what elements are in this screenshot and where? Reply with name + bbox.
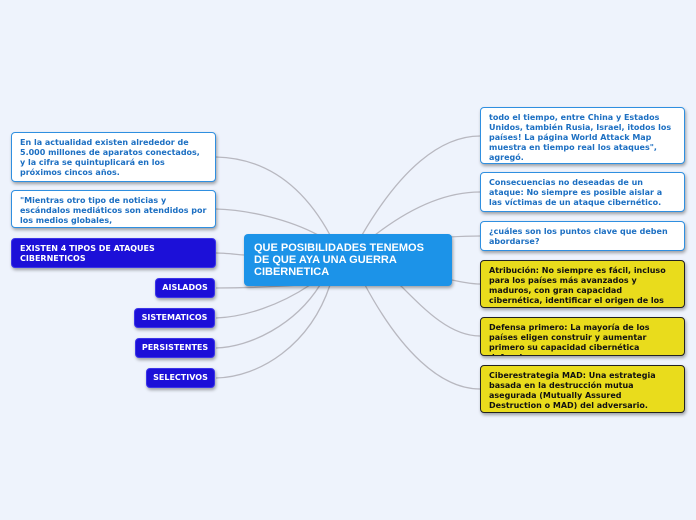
right-node-consequences[interactable]: Consecuencias no deseadas de un ataque: … bbox=[480, 172, 685, 212]
left-node-label: "Mientras otro tipo de noticias y escánd… bbox=[20, 196, 207, 225]
attack-type-selectivos[interactable]: SELECTIVOS bbox=[146, 368, 215, 388]
right-node-attribution[interactable]: Atribución: No siempre es fácil, incluso… bbox=[480, 260, 685, 308]
attack-type-persistentes[interactable]: PERSISTENTES bbox=[135, 338, 215, 358]
right-node-label: ¿cuáles son los puntos clave que deben a… bbox=[489, 227, 668, 246]
right-node-label: Defensa primero: La mayoría de los paíse… bbox=[489, 323, 650, 355]
left-node-attack-types[interactable]: EXISTEN 4 TIPOS DE ATAQUES CIBERNETICOS bbox=[11, 238, 216, 268]
left-node-label: En la actualidad existen alrededor de 5.… bbox=[20, 138, 200, 177]
right-node-defense-first[interactable]: Defensa primero: La mayoría de los paíse… bbox=[480, 317, 685, 356]
attack-type-aislados[interactable]: AISLADOS bbox=[155, 278, 215, 298]
right-node-label: Consecuencias no deseadas de un ataque: … bbox=[489, 178, 663, 207]
right-node-mad-strategy[interactable]: Ciberestrategia MAD: Una estrategia basa… bbox=[480, 365, 685, 413]
right-node-label: Atribución: No siempre es fácil, incluso… bbox=[489, 266, 666, 307]
attack-type-sistematicos[interactable]: SISTEMATICOS bbox=[134, 308, 215, 328]
left-node-label: EXISTEN 4 TIPOS DE ATAQUES CIBERNETICOS bbox=[20, 244, 155, 263]
right-node-world-attack-map[interactable]: todo el tiempo, entre China y Estados Un… bbox=[480, 107, 685, 164]
right-node-label: Ciberestrategia MAD: Una estrategia basa… bbox=[489, 371, 656, 410]
central-topic[interactable]: QUE POSIBILIDADES TENEMOS DE QUE AYA UNA… bbox=[244, 234, 452, 286]
attack-type-label: SISTEMATICOS bbox=[141, 313, 208, 322]
right-node-label: todo el tiempo, entre China y Estados Un… bbox=[489, 113, 672, 162]
left-node-connected-devices[interactable]: En la actualidad existen alrededor de 5.… bbox=[11, 132, 216, 182]
right-node-key-points[interactable]: ¿cuáles son los puntos clave que deben a… bbox=[480, 221, 685, 251]
attack-type-label: PERSISTENTES bbox=[141, 343, 209, 352]
attack-type-label: AISLADOS bbox=[162, 283, 208, 292]
left-node-media-news[interactable]: "Mientras otro tipo de noticias y escánd… bbox=[11, 190, 216, 228]
attack-type-label: SELECTIVOS bbox=[153, 373, 208, 382]
central-topic-label: QUE POSIBILIDADES TENEMOS DE QUE AYA UNA… bbox=[254, 242, 424, 278]
